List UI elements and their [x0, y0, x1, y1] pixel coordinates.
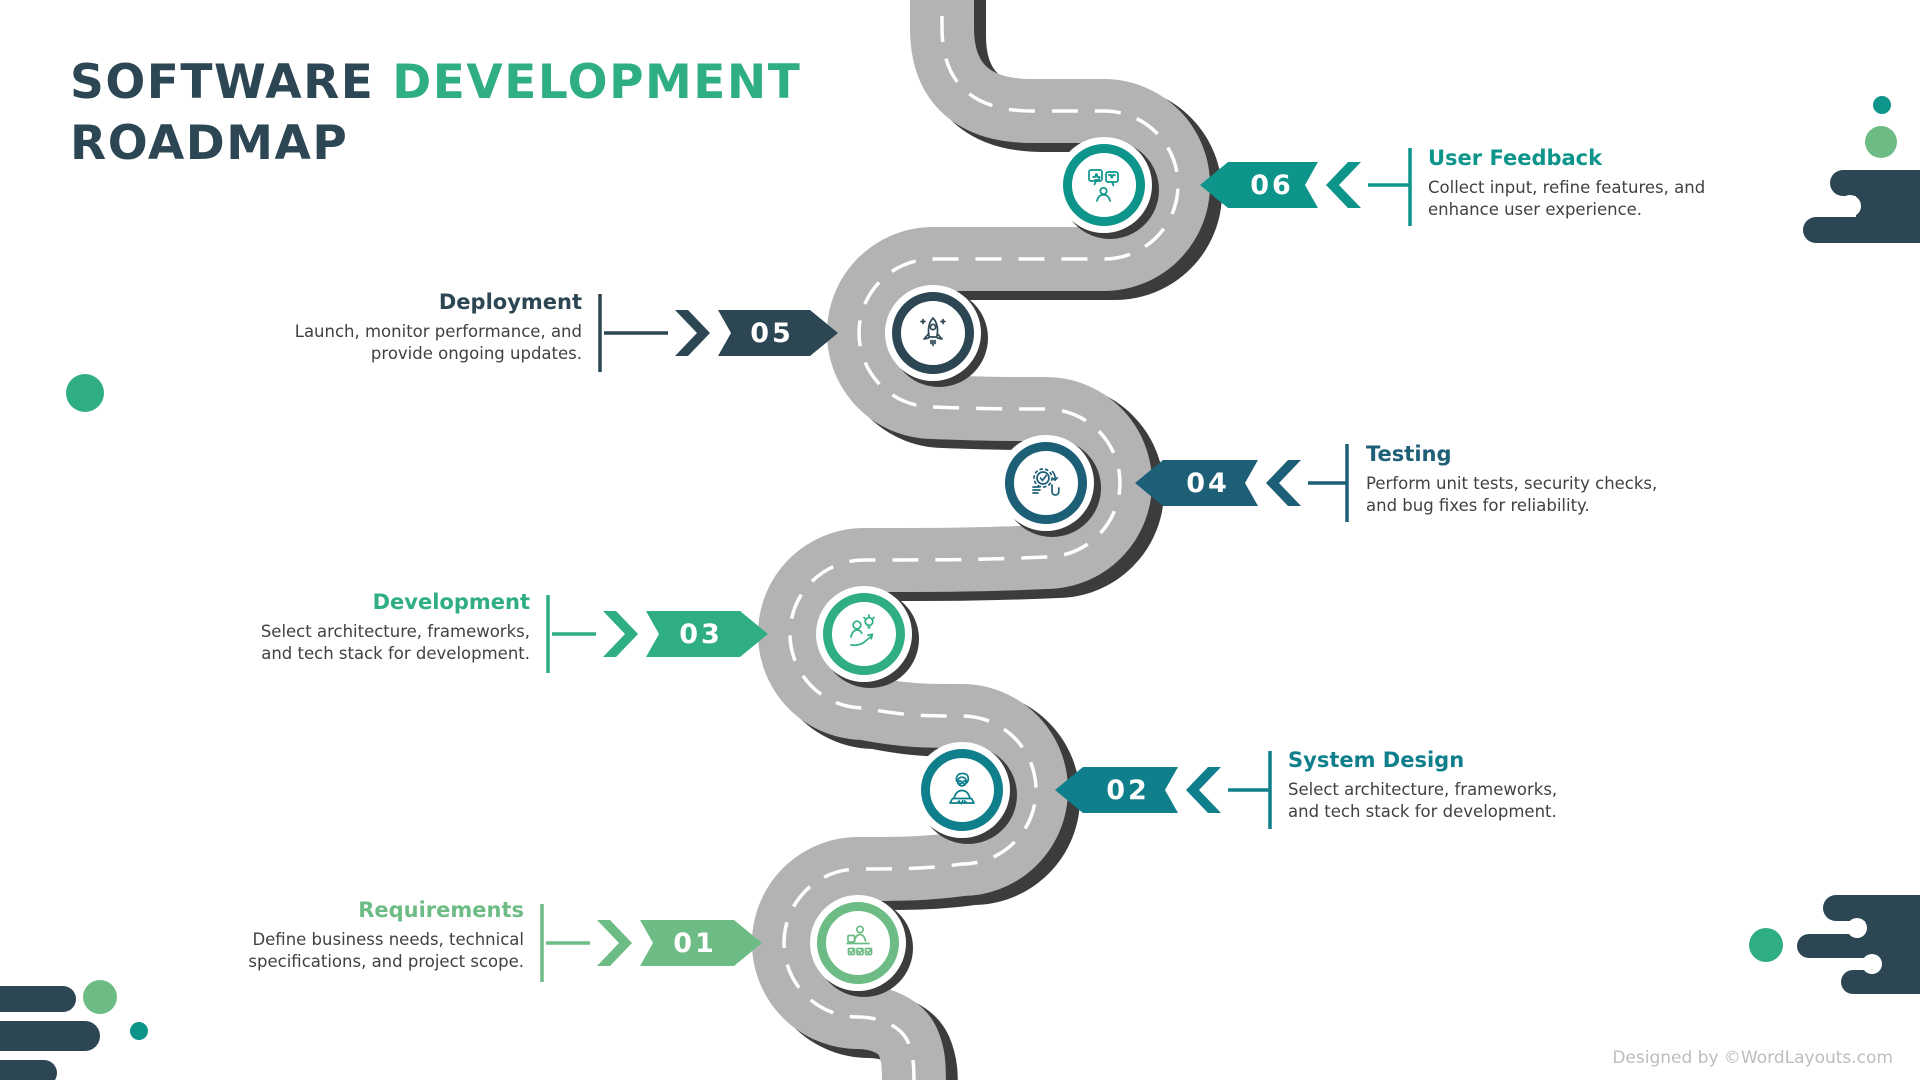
- marker-ring: [1063, 144, 1145, 226]
- badge-number: 05: [750, 318, 794, 349]
- road-centerline: [782, 0, 1180, 1080]
- badge-number: 01: [673, 928, 717, 959]
- badge-chevron: [1266, 460, 1301, 506]
- desc-line-2: and tech stack for development.: [261, 644, 530, 663]
- step-title: Testing: [1366, 442, 1452, 466]
- step-title: Deployment: [438, 290, 582, 314]
- desc-line-2: and tech stack for development.: [1288, 802, 1557, 821]
- marker-ring: [823, 593, 905, 675]
- badge-ribbon: [1135, 460, 1258, 506]
- step-02-badge: 02: [1055, 751, 1272, 829]
- step-02-marker: [914, 742, 1017, 844]
- title-development: DEVELOPMENT: [392, 55, 802, 110]
- desc-line-2: provide ongoing updates.: [370, 344, 582, 363]
- step-05-marker: [885, 285, 988, 387]
- badge-ribbon: [640, 920, 762, 966]
- decor-dot-green: [1865, 126, 1897, 158]
- desc-line-2: and bug fixes for reliability.: [1366, 496, 1590, 515]
- badge-chevron: [603, 611, 638, 657]
- desc-line-1: Select architecture, frameworks,: [1288, 780, 1558, 799]
- system-design-icon: [949, 772, 975, 805]
- step-title: Development: [372, 590, 530, 614]
- step-06-marker: [1056, 137, 1159, 239]
- step-04-marker: [998, 435, 1101, 537]
- decor-dot-teal: [1873, 96, 1891, 114]
- decor-navy-blob: [1797, 895, 1920, 994]
- badge-ribbon: [1055, 767, 1178, 813]
- step-04-badge: 04: [1135, 444, 1349, 522]
- decor-bottom-left: [0, 980, 148, 1080]
- step-description: Collect input, refine features, and enha…: [1428, 177, 1705, 221]
- decor-left-circle: [66, 374, 104, 412]
- page-title: SOFTWARE DEVELOPMENT ROADMAP: [70, 52, 801, 174]
- decor-dot-green: [83, 980, 117, 1014]
- decor-top-right: [1803, 96, 1920, 243]
- road: [752, 0, 1222, 1080]
- connector-line: [1368, 148, 1412, 226]
- connector-line: [598, 294, 668, 372]
- connector-line: [1308, 444, 1349, 522]
- badge-ribbon: [1200, 162, 1318, 208]
- step-description: Perform unit tests, security checks, and…: [1366, 473, 1657, 517]
- badge-chevron: [675, 310, 710, 356]
- desc-line-1: Select architecture, frameworks,: [260, 622, 530, 641]
- step-description: Define business needs, technical specifi…: [248, 929, 524, 973]
- title-line-2: ROADMAP: [70, 116, 349, 171]
- step-title: User Feedback: [1428, 146, 1603, 170]
- badge-chevron: [1326, 162, 1361, 208]
- title-line-1: SOFTWARE DEVELOPMENT: [70, 52, 801, 113]
- badge-number: 02: [1106, 775, 1150, 806]
- desc-line-1: Launch, monitor performance, and: [294, 322, 582, 341]
- badge-ribbon: [646, 611, 768, 657]
- marker-ring: [892, 292, 974, 374]
- desc-line-1: Perform unit tests, security checks,: [1366, 474, 1658, 493]
- badge-number: 03: [679, 619, 723, 650]
- step-03-marker: [816, 586, 919, 688]
- badge-chevron: [1186, 767, 1221, 813]
- step-01-text: Requirements Define business needs, tech…: [248, 898, 524, 973]
- connector-line: [540, 904, 590, 982]
- rocket-icon: [920, 317, 946, 347]
- title-software: SOFTWARE: [70, 55, 375, 110]
- step-04-text: Testing Perform unit tests, security che…: [1366, 442, 1657, 517]
- desc-line-2: enhance user experience.: [1428, 200, 1643, 219]
- credit-text: Designed by ©WordLayouts.com: [1612, 1048, 1893, 1068]
- user-feedback-icon: [1088, 169, 1119, 202]
- development-icon: [850, 614, 875, 647]
- desc-line-1: Define business needs, technical: [252, 930, 524, 949]
- step-03-text: Development Select architecture, framewo…: [261, 590, 530, 665]
- step-title: System Design: [1288, 748, 1465, 772]
- step-05-badge: 05: [598, 294, 838, 372]
- decor-navy-bars: [0, 986, 100, 1080]
- decor-navy-blob: [1803, 170, 1920, 243]
- step-description: Launch, monitor performance, and provide…: [295, 321, 582, 365]
- requirements-icon: [846, 925, 873, 956]
- connector-line: [1228, 751, 1272, 829]
- badge-ribbon: [718, 310, 838, 356]
- step-title: Requirements: [358, 898, 524, 922]
- connector-line: [546, 595, 596, 673]
- decor-dot-green: [1749, 928, 1783, 962]
- step-description: Select architecture, frameworks, and tec…: [261, 621, 530, 665]
- desc-line-2: specifications, and project scope.: [248, 952, 524, 971]
- step-01-badge: 01: [540, 904, 762, 982]
- desc-line-1: Collect input, refine features, and: [1428, 178, 1706, 197]
- step-06-badge: 06: [1200, 148, 1412, 226]
- badge-number: 04: [1186, 468, 1230, 499]
- step-03-badge: 03: [546, 595, 768, 673]
- decor-bottom-right: [1749, 895, 1920, 994]
- step-description: Select architecture, frameworks, and tec…: [1288, 779, 1557, 823]
- testing-icon: [1032, 468, 1060, 496]
- step-02-text: System Design Select architecture, frame…: [1288, 748, 1557, 823]
- badge-chevron: [597, 920, 632, 966]
- step-05-text: Deployment Launch, monitor performance, …: [295, 290, 582, 365]
- badge-number: 06: [1250, 170, 1294, 201]
- step-01-marker: [810, 895, 913, 997]
- decor-dot-teal: [130, 1022, 148, 1040]
- step-06-text: User Feedback Collect input, refine feat…: [1428, 146, 1705, 221]
